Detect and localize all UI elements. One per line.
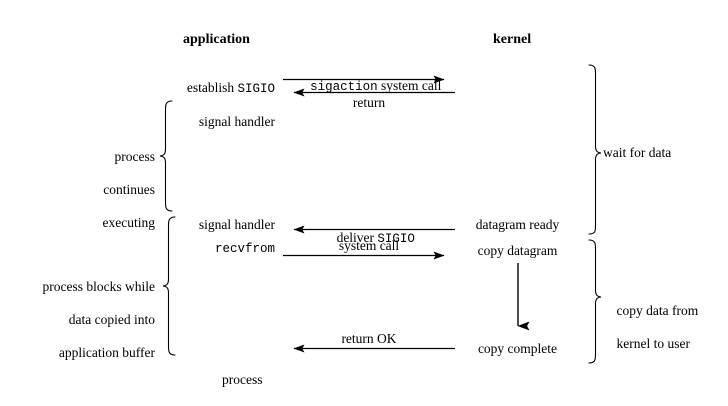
column-heading-kernel: kernel [493, 32, 532, 47]
establish-line2-text: signal handler [198, 113, 275, 129]
deliver-serif-text: deliver [336, 230, 378, 245]
brace-label-wait-for-data: wait for data [603, 145, 672, 160]
sigaction-serif-text: system call [377, 78, 442, 93]
deliver-sigio-mono-text: SIGIO [377, 232, 415, 246]
establish-sigio-text: SIGIO [237, 81, 275, 96]
brace-copy-data-kernel-to-user [588, 239, 602, 364]
copy-data-line2: kernel to user [616, 335, 690, 351]
arrow-label-deliver-sigio: deliver SIGIO [283, 214, 455, 263]
step-datagram-ready: datagram ready [475, 217, 560, 232]
arrow-label-return-ok: return OK [341, 331, 397, 346]
brace-label-process-blocks: process blocks while data copied into ap… [10, 262, 155, 378]
brace-label-copy-data-from-kernel: copy data from kernel to user [603, 286, 723, 369]
step-signal-handler: signal handler [198, 217, 275, 232]
step-copy-datagram: copy datagram [477, 243, 558, 258]
arrow-label-system-call: system call [338, 238, 400, 253]
column-heading-application: application [183, 32, 250, 47]
process-blocks-line1: process blocks while [42, 278, 155, 294]
process-datagram-line2: datagram [217, 405, 267, 406]
step-copy-complete: copy complete [477, 341, 558, 356]
sigaction-mono-text: sigaction [310, 80, 378, 94]
process-blocks-line2: data copied into [68, 311, 155, 327]
process-continues-line3: executing [102, 214, 155, 230]
process-continues-line2: continues [103, 181, 155, 197]
establish-prefix-text: establish [186, 79, 238, 95]
step-process-datagram: process datagram [178, 355, 293, 406]
brace-label-process-continues-executing: process continues executing [40, 132, 155, 248]
process-datagram-line1: process [222, 371, 263, 387]
copy-data-line1: copy data from [616, 302, 699, 318]
brace-process-blocks-while-copying [162, 216, 176, 356]
brace-wait-for-data [588, 64, 602, 235]
process-blocks-line3: application buffer [58, 344, 155, 360]
arrow-label-return: return [352, 95, 386, 110]
step-establish-signal-handler: establish SIGIO signal handler [135, 63, 275, 147]
step-recvfrom: recvfrom [214, 242, 275, 256]
process-continues-line1: process [114, 148, 156, 164]
